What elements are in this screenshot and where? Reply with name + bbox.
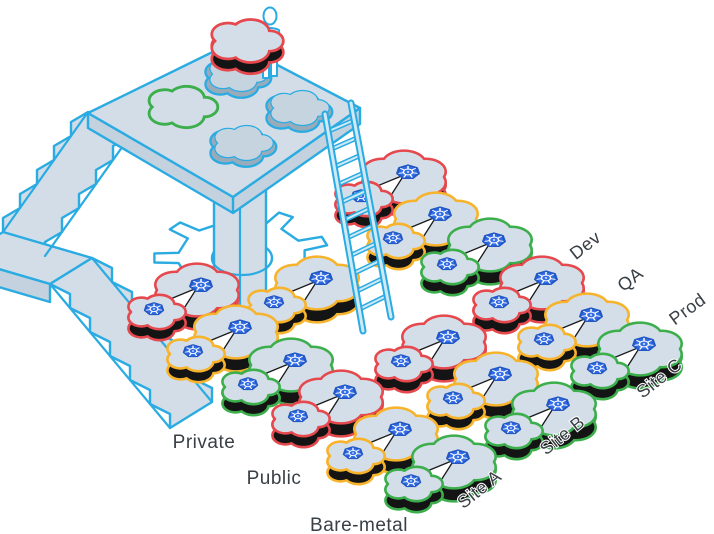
ladder-rails [321, 99, 395, 335]
ladder-rung [355, 277, 385, 293]
ladder-rung [342, 206, 372, 222]
label-bare-metal: Bare-metal [310, 515, 408, 534]
ladder [321, 99, 395, 335]
gear-hub-front-edge [210, 256, 274, 277]
ladder-rung [351, 259, 382, 275]
label-dev: Dev [566, 227, 605, 263]
label-public: Public [247, 468, 302, 489]
label-qa: QA [614, 263, 648, 295]
ladder-rung [358, 294, 388, 311]
ladder-rung [336, 171, 366, 186]
label-prod: Prod [665, 289, 709, 329]
ladder-rungs [325, 117, 390, 312]
stairs-stringer-lines [1, 110, 214, 430]
ladder-rung [333, 154, 362, 168]
label-private: Private [173, 432, 236, 453]
ladder-rung [345, 224, 375, 240]
ladder-rung [330, 136, 359, 151]
ladder-rung [327, 119, 356, 133]
platform-surface [86, 40, 362, 199]
stairs-landing-front [0, 268, 52, 304]
cluster-cells-grid [128, 151, 681, 513]
ladder-rung [339, 189, 369, 204]
held-cloud-piece [210, 18, 285, 76]
ladder-rung [348, 241, 379, 257]
